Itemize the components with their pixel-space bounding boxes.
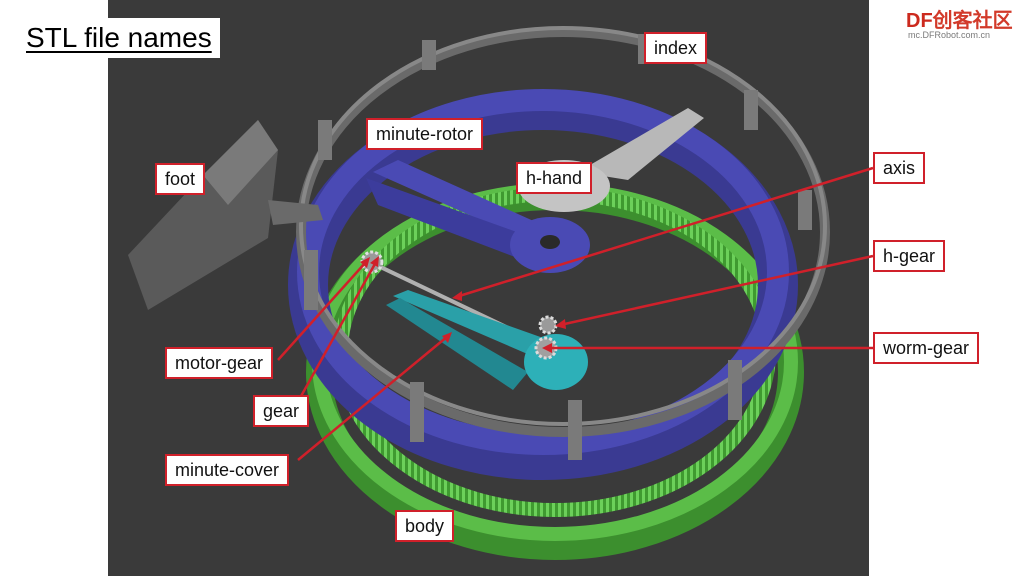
arrowhead-gear: [370, 256, 379, 267]
index-part: [296, 26, 830, 460]
label-foot: foot: [155, 163, 206, 195]
arrowhead-worm-gear: [542, 343, 552, 353]
label-gear: gear: [253, 395, 310, 427]
label-axis: axis: [873, 152, 926, 184]
label-motor-gear: motor-gear: [165, 347, 274, 379]
leader-minute-cover: [297, 335, 449, 461]
page-title: STL file names: [18, 18, 220, 58]
label-minute-cover: minute-cover: [165, 454, 290, 486]
logo-mark: DF创客社区: [906, 10, 1013, 32]
dfrobot-logo: DF创客社区 mc.DFRobot.com.cn: [906, 4, 1018, 42]
label-h-gear: h-gear: [873, 240, 946, 272]
foot-part: [128, 120, 323, 310]
label-h-hand: h-hand: [516, 162, 593, 194]
leader-axis: [455, 166, 874, 299]
leader-gear: [298, 261, 378, 399]
arrowhead-axis: [452, 291, 462, 301]
leader-motor-gear: [277, 261, 367, 361]
logo-url: mc.DFRobot.com.cn: [908, 30, 991, 40]
label-body: body: [395, 510, 455, 542]
label-index: index: [644, 32, 708, 64]
leader-h-gear: [559, 254, 874, 327]
label-minute-rotor: minute-rotor: [366, 118, 484, 150]
arrowhead-motor-gear: [360, 257, 370, 268]
arrowhead-h-gear: [555, 319, 566, 329]
arrowhead-minute-cover: [442, 332, 452, 343]
label-worm-gear: worm-gear: [873, 332, 980, 364]
